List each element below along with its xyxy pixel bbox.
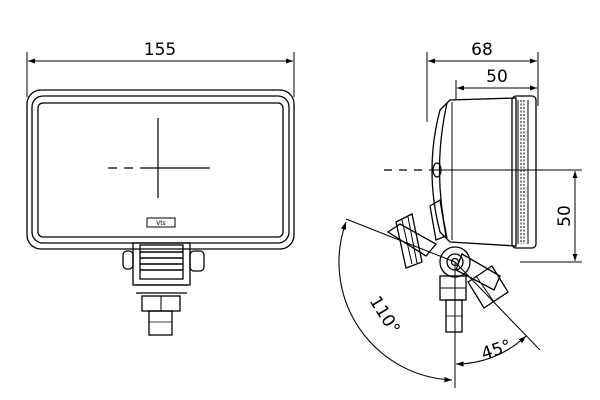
swivel-angle-label: 45° [479, 336, 514, 364]
logo-text: Vts [156, 220, 166, 227]
swivel-clamp-rib-2 [407, 216, 418, 264]
lens-rim [511, 95, 537, 249]
housing-outer [26, 89, 295, 250]
swivel-angle-arc [455, 335, 527, 367]
front-view [26, 52, 295, 336]
logo-plate [146, 217, 176, 228]
housing-depth-label: 50 [486, 67, 508, 87]
bracket-left-knob [122, 250, 134, 270]
swivel-lower-rib [475, 275, 495, 303]
mount-bolt [148, 310, 173, 336]
height-label: 50 [555, 205, 575, 227]
bracket-inner [139, 244, 184, 280]
width-label: 155 [144, 40, 176, 60]
tilt-angle-label: 110° [365, 293, 404, 338]
side-view [338, 52, 582, 388]
housing-inner [37, 102, 284, 238]
swivel-reference-line-2 [454, 261, 541, 351]
swivel-lower-nut [467, 265, 509, 309]
depth-label: 68 [471, 40, 493, 60]
tilt-angle-arc [338, 221, 453, 383]
swivel-arm-upper [429, 198, 447, 241]
bracket-right-knob [189, 250, 205, 272]
